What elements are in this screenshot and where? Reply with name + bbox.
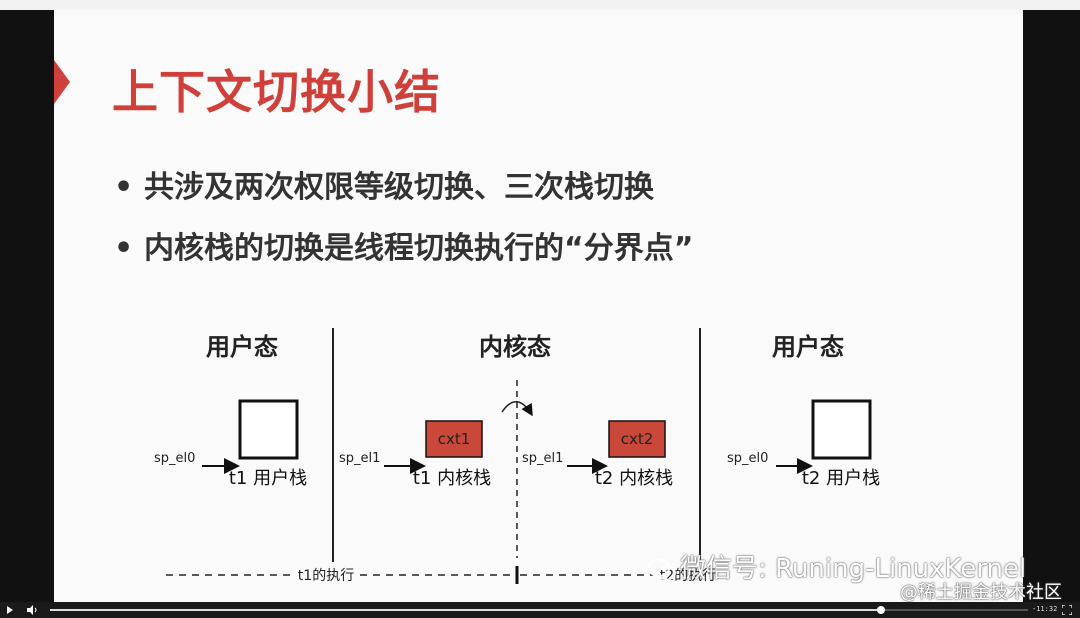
letterbox-left [0,10,54,602]
progress-fill [50,609,882,611]
juejin-watermark: @稀土掘金技术社区 [900,582,1062,603]
browser-top-strip [0,0,1080,10]
stack-label: t1 内核栈 [413,468,491,489]
stack-label: t1 用户栈 [229,468,307,489]
stack-box [811,399,872,460]
progress-knob[interactable] [877,606,886,614]
timeline-label-t2: t2的执行 [660,568,716,584]
context-box [425,420,483,458]
stack-pointer-label: sp_el1 [339,451,380,466]
stack-pointer-label: sp_el0 [154,451,195,466]
stack-pointer-label: sp_el1 [522,451,563,466]
context-switch-diagram: 用户态 内核态 用户态 sp_el0 t1 用户栈 sp_el1 cxt1 t1… [154,328,880,584]
video-player-controls: -11:32 [0,602,1080,618]
letterbox-right [1023,10,1080,602]
bullet-text: 共涉及两次权限等级切换、三次栈切换 [144,170,654,205]
wechat-watermark: 微信号: Runing-LinuxKernel [648,548,1026,585]
bullet-dot: • [114,170,134,205]
fullscreen-icon[interactable] [1062,605,1072,615]
wechat-icon [648,558,676,580]
bullet-dot: • [114,231,134,266]
section-label-kernel: 内核态 [479,333,551,361]
title-arrow-icon [54,60,70,104]
section-label-user-2: 用户态 [772,333,844,361]
context-box-label: cxt1 [438,430,471,448]
volume-icon[interactable] [27,605,39,615]
timeline-label-t1: t1的执行 [298,568,354,584]
wechat-watermark-text: 微信号: Runing-LinuxKernel [680,554,1027,584]
bullet-item: • 共涉及两次权限等级切换、三次栈切换 [114,162,654,206]
stack-box [238,399,299,460]
section-label-user-1: 用户态 [206,333,278,361]
stack-label: t2 内核栈 [595,468,673,489]
slide-title: 上下文切换小结 [112,65,441,119]
switch-curve-arrow-icon [501,401,533,417]
stack-pointer-label: sp_el0 [727,451,768,466]
play-icon[interactable] [7,606,13,614]
stack-label: t2 用户栈 [802,468,880,489]
context-box [608,420,666,458]
time-remaining: -11:32 [1032,605,1058,613]
progress-bar[interactable] [50,606,1028,614]
bullet-text: 内核栈的切换是线程切换执行的“分界点” [144,231,694,266]
bullet-item: • 内核栈的切换是线程切换执行的“分界点” [114,223,693,267]
presentation-slide: 上下文切换小结 • 共涉及两次权限等级切换、三次栈切换 • 内核栈的切换是线程切换执… [54,10,1023,602]
context-box-label: cxt2 [621,430,654,448]
